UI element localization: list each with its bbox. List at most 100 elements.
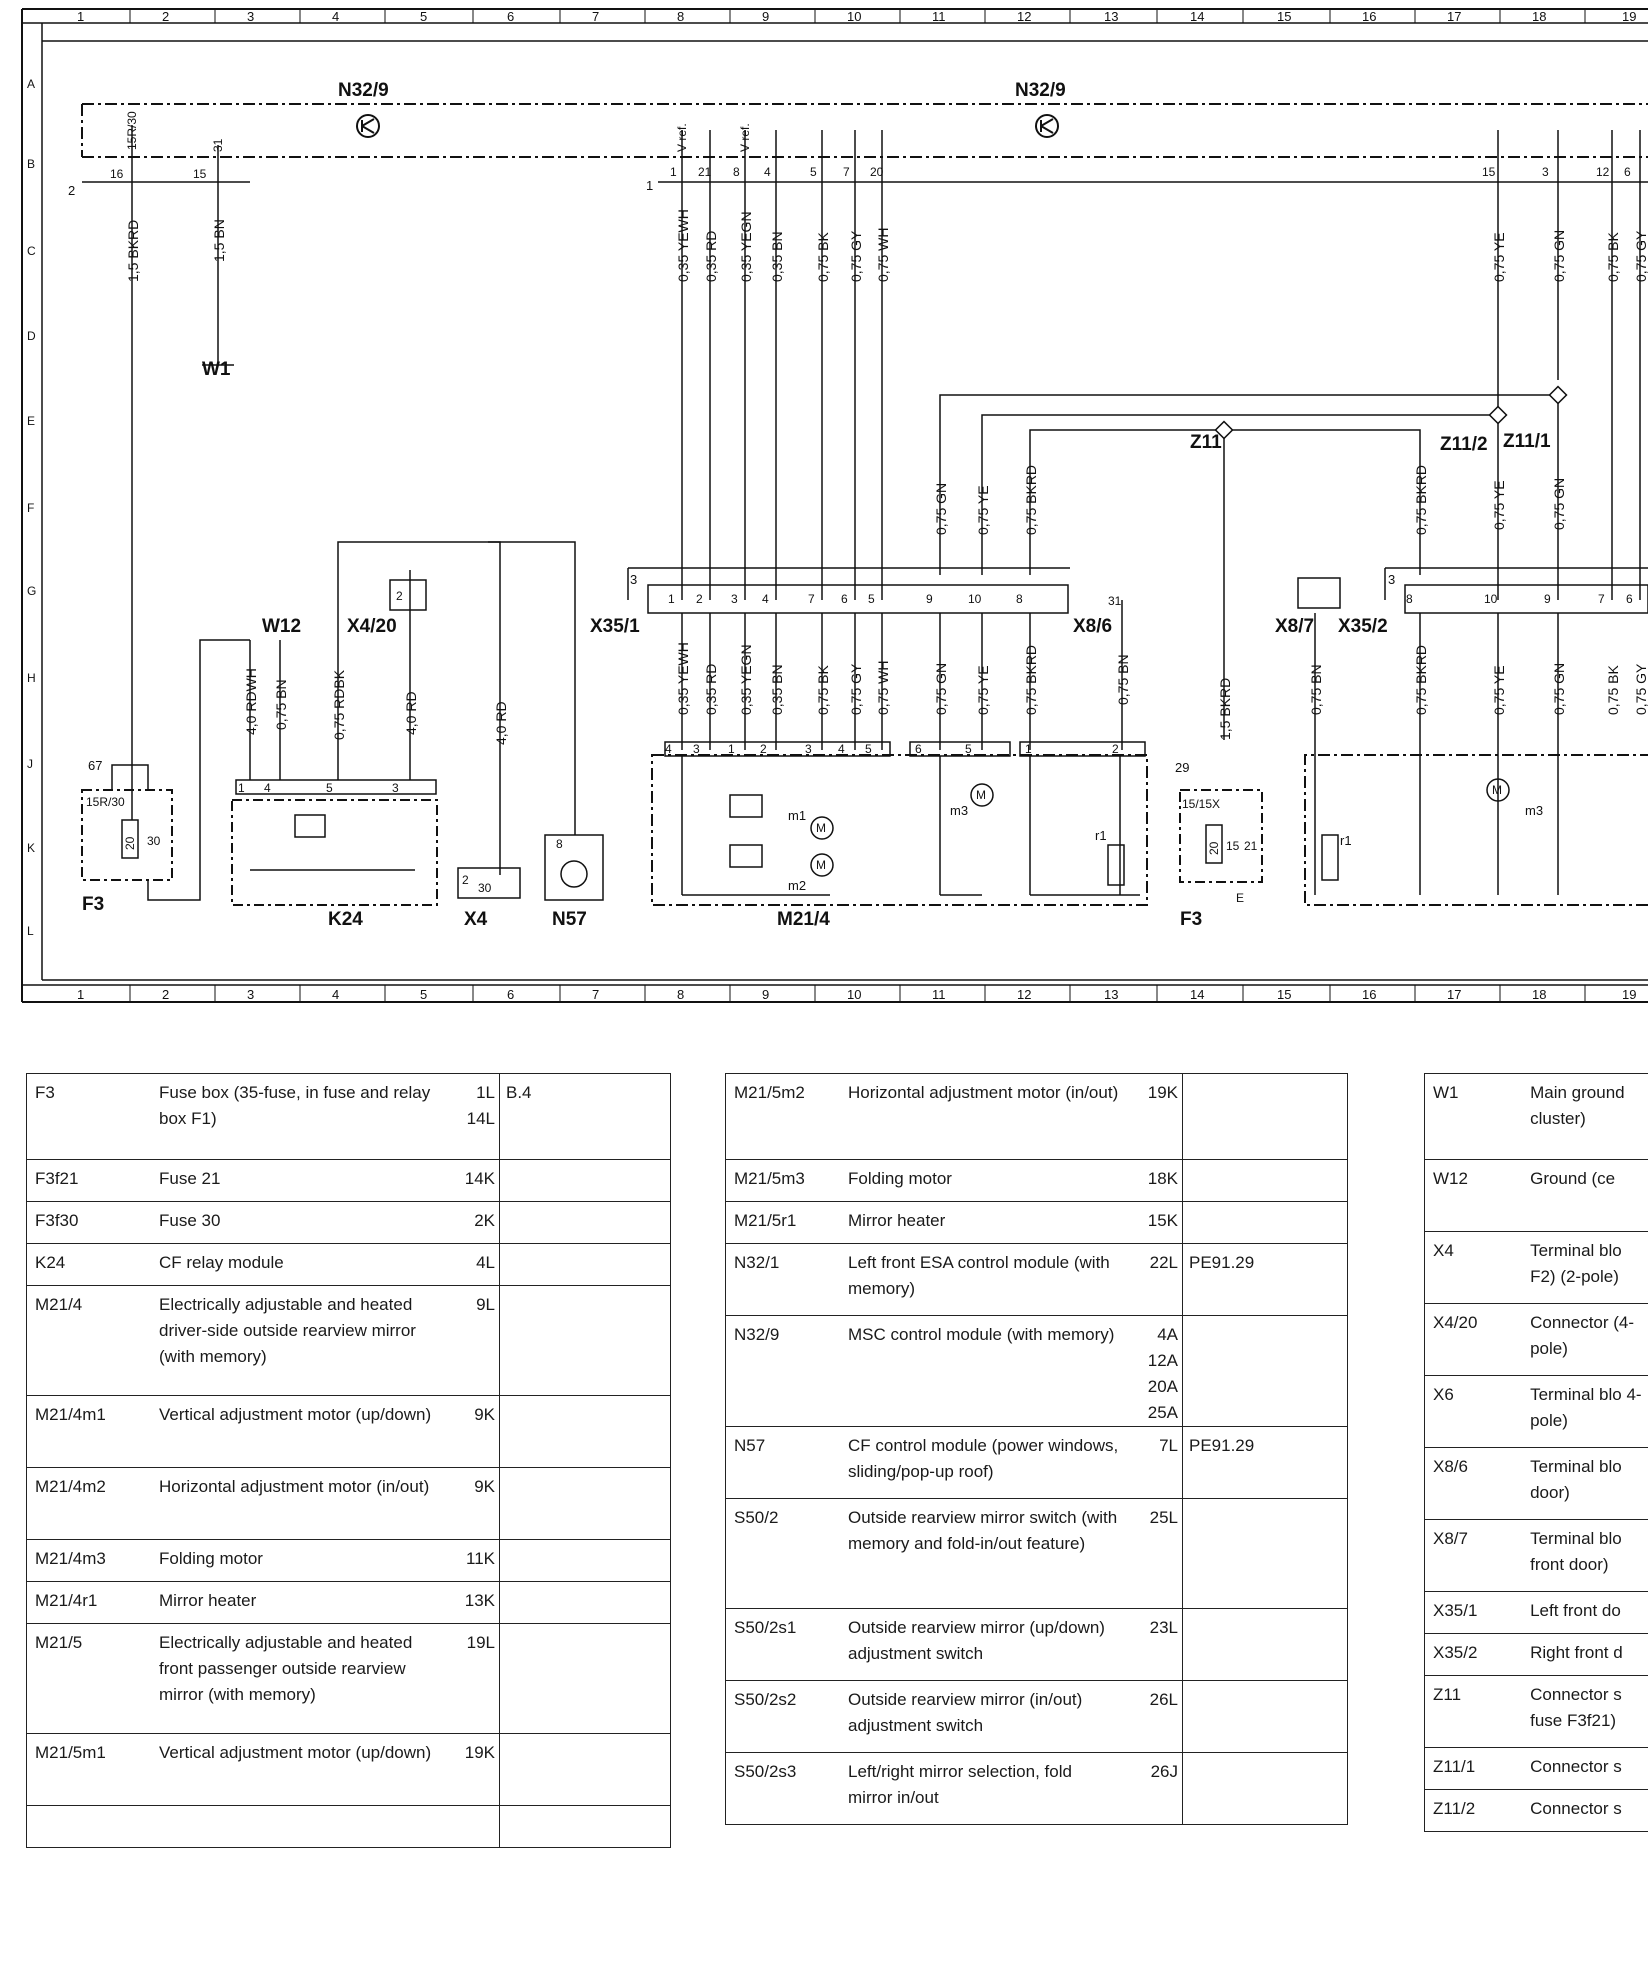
grid-column-label: 5 [420, 9, 427, 24]
legend-desc: Fuse box (35-fuse, in fuse and relay box… [151, 1073, 445, 1160]
f3-label-left: F3 [82, 894, 104, 915]
top-pin-number: 8 [733, 165, 740, 179]
legend-code: S50/2s3 [725, 1752, 840, 1825]
grid-column-label: 4 [332, 9, 339, 24]
x35-1-pin-number: 9 [926, 592, 933, 606]
legend-ref [499, 1581, 671, 1624]
f3-right-fusebox [1179, 789, 1263, 883]
legend-ref [1182, 1752, 1348, 1825]
lower-wire-label: 0,75 GN [933, 663, 949, 715]
x4-label: X4 [464, 909, 488, 930]
legend-desc: Outside rearview mirror switch (with mem… [840, 1498, 1126, 1609]
grid-row-label: C [27, 244, 36, 258]
legend-ref [499, 1467, 671, 1540]
transistor-symbol-left [356, 114, 380, 138]
wire-31-bn: 1,5 BN [211, 219, 227, 262]
n32-9-module-outline [81, 103, 1648, 158]
legend-desc: Terminal blo front door) [1522, 1519, 1648, 1592]
wire-mid-gn: 0,75 GN [933, 483, 949, 535]
legend-grid: 26L [1126, 1680, 1183, 1753]
wire-k24-bn: 0,75 BN [273, 679, 289, 730]
m21-4-pin-number: 5 [965, 742, 972, 756]
m21-4-pin-number: 6 [915, 742, 922, 756]
k24-label: K24 [328, 909, 363, 930]
legend-ref [499, 1539, 671, 1582]
x35-1-pin-number: 5 [868, 592, 875, 606]
x4-20-connector [389, 579, 427, 611]
legend-desc: Left front do [1522, 1591, 1648, 1634]
top-wire-label: 0,35 BN [769, 231, 785, 282]
legend-grid: 9K [445, 1395, 500, 1468]
grid-column-label: 4 [332, 987, 339, 1002]
lower-right-wire-label: 0,75 BK [1605, 665, 1621, 715]
legend-grid: 19K [1126, 1073, 1183, 1160]
legend-ref [499, 1285, 671, 1396]
x8-7-label: X8/7 [1275, 616, 1314, 637]
legend-grid: 14K [445, 1159, 500, 1202]
wire-mid-bkrd: 0,75 BKRD [1023, 465, 1039, 535]
legend-ref: PE91.29 [1182, 1243, 1348, 1316]
legend-code: Z11/1 [1424, 1747, 1523, 1790]
k24-pin-number: 5 [326, 781, 333, 795]
n57-pin-8: 8 [556, 837, 563, 851]
grid-row-label: E [27, 414, 35, 428]
n32-9-label-left: N32/9 [338, 80, 389, 101]
motor-m-3: M [976, 788, 986, 802]
lower-wire-label: 0,35 YEWH [675, 642, 691, 715]
legend-code: W1 [1424, 1073, 1523, 1160]
right-top-pin-number: 6 [1624, 165, 1631, 179]
legend-desc: Connector s [1522, 1789, 1648, 1832]
legend-code: X35/1 [1424, 1591, 1523, 1634]
f3b-pin-20: 20 [1207, 841, 1221, 855]
x35-1-pin-number: 3 [731, 592, 738, 606]
grid-column-label: 16 [1362, 9, 1376, 24]
vref-label: V ref. [738, 123, 752, 152]
x35-1-pin-3: 3 [630, 572, 637, 587]
lower-wire-label: 0,75 BKRD [1023, 645, 1039, 715]
grid-row-label: L [27, 924, 34, 938]
grid-column-label: 3 [247, 987, 254, 1002]
m21-4-outline [651, 754, 1148, 906]
lower-wire-label: 0,75 GY [848, 663, 864, 715]
x35-2-connector [1297, 567, 1648, 614]
legend-code: M21/4r1 [26, 1581, 151, 1624]
legend-ref [1182, 1608, 1348, 1681]
vref-label: V ref. [675, 123, 689, 152]
f3-label-right: F3 [1180, 909, 1202, 930]
wire-mid-right-bkrd: 0,75 BKRD [1413, 465, 1429, 535]
x35-2-pin-number: 8 [1406, 592, 1413, 606]
legend-ref [1182, 1315, 1348, 1427]
legend-code: S50/2s1 [725, 1608, 840, 1681]
grid-column-label: 10 [847, 9, 861, 24]
legend-ref: PE91.29 [1182, 1426, 1348, 1499]
legend-code: S50/2 [725, 1498, 840, 1609]
top-pin-number: 7 [843, 165, 850, 179]
legend-desc: Connector (4-pole) [1522, 1303, 1648, 1376]
pin-1: 1 [646, 178, 653, 193]
x35-1-pin-number: 10 [968, 592, 982, 606]
f3-left-fusebox [81, 330, 250, 901]
legend-code: N32/1 [725, 1243, 840, 1316]
x35-1-pin-number: 1 [668, 592, 675, 606]
wire-15r30-bkrd: 1,5 BKRD [125, 220, 141, 282]
legend-desc: Right front d [1522, 1633, 1648, 1676]
m21-4-internals [664, 741, 1146, 896]
legend-code: F3f30 [26, 1201, 151, 1244]
lower-wire-label: 0,75 BK [815, 665, 831, 715]
lower-right-wire-label: 0,75 BKRD [1413, 645, 1429, 715]
legend-code: M21/4m1 [26, 1395, 151, 1468]
